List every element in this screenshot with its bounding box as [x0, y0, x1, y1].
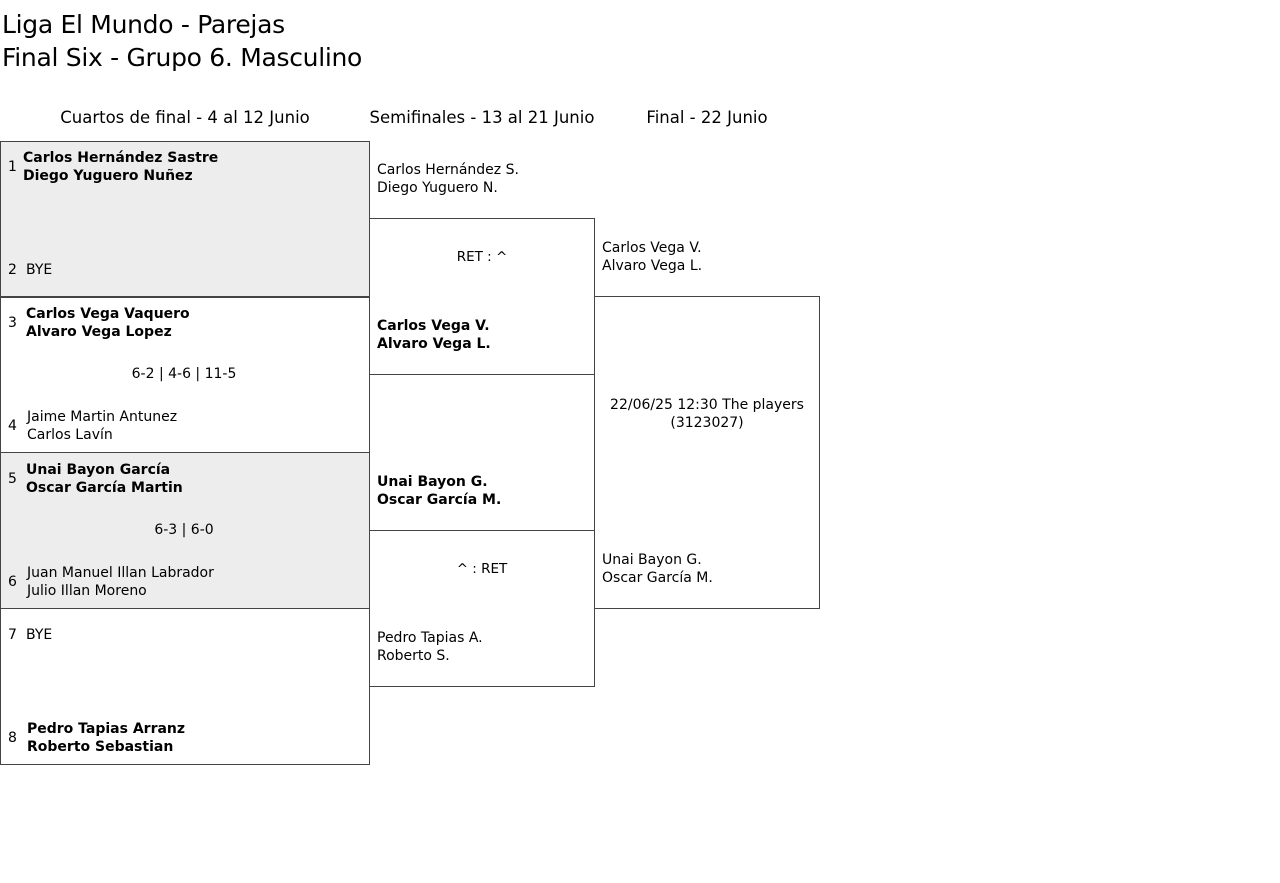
team-name: Pedro Tapias A. Roberto S.: [377, 629, 483, 665]
player-name: Pedro Tapias A.: [377, 630, 483, 646]
player-name: Carlos Vega Vaquero: [26, 306, 190, 322]
seed-number: 4: [8, 418, 17, 434]
player-name: Diego Yuguero Nuñez: [23, 168, 193, 184]
player-name: Oscar García M.: [377, 492, 502, 508]
player-name: Carlos Vega V.: [602, 240, 702, 256]
semifinals-heading: Semifinales - 13 al 21 Junio: [369, 108, 595, 127]
team-name: Pedro Tapias Arranz Roberto Sebastian: [27, 720, 185, 756]
team-name: Carlos Hernández Sastre Diego Yuguero Nu…: [23, 149, 218, 185]
seed-number: 7: [8, 627, 17, 643]
seed-number: 6: [8, 574, 17, 590]
seed-number: 5: [8, 471, 17, 487]
team-name: Unai Bayon G. Oscar García M.: [602, 551, 713, 587]
player-name: Julio Illan Moreno: [27, 583, 147, 599]
team-name: Unai Bayon G. Oscar García M.: [377, 473, 501, 509]
player-name: Carlos Lavín: [27, 427, 113, 443]
player-name: BYE: [26, 627, 53, 643]
team-name: BYE: [26, 626, 52, 644]
team-name: Carlos Vega Vaquero Alvaro Vega Lopez: [26, 305, 190, 341]
player-name: Pedro Tapias Arranz: [27, 721, 186, 737]
player-name: Carlos Hernández S.: [377, 162, 519, 178]
page-subtitle: Final Six - Grupo 6. Masculino: [2, 43, 363, 72]
player-name: Roberto Sebastian: [27, 739, 174, 755]
player-name: Jaime Martin Antunez: [27, 409, 178, 425]
player-name: Carlos Vega V.: [377, 318, 490, 334]
player-name: Roberto S.: [377, 648, 450, 664]
match-score: 6-2 | 4-6 | 11-5: [131, 366, 237, 382]
match-score: 6-3 | 6-0: [154, 522, 214, 538]
team-name: BYE: [26, 261, 52, 279]
seed-number: 2: [8, 262, 17, 278]
player-name: Unai Bayon G.: [602, 552, 702, 568]
match-score: RET : ^: [456, 249, 508, 265]
player-name: Juan Manuel Illan Labrador: [27, 565, 214, 581]
player-name: Oscar García Martin: [26, 480, 183, 496]
team-name: Carlos Vega V. Alvaro Vega L.: [602, 239, 702, 275]
seed-number: 8: [8, 730, 17, 746]
player-name: Alvaro Vega L.: [377, 336, 491, 352]
match-datetime: 22/06/25 12:30 The players: [610, 397, 804, 413]
player-name: Alvaro Vega Lopez: [26, 324, 172, 340]
seed-number: 1: [8, 159, 17, 175]
quarterfinals-heading: Cuartos de final - 4 al 12 Junio: [60, 108, 310, 127]
match-score: ^ : RET: [456, 561, 508, 577]
team-name: Unai Bayon García Oscar García Martin: [26, 461, 183, 497]
player-name: Alvaro Vega L.: [602, 258, 703, 274]
quarterfinal-match-1: [0, 141, 370, 298]
quarterfinal-match-3: [0, 452, 370, 609]
match-schedule: 22/06/25 12:30 The players (3123027): [595, 396, 819, 432]
match-id: (3123027): [670, 415, 744, 431]
team-name: Juan Manuel Illan Labrador Julio Illan M…: [27, 564, 214, 600]
seed-number: 3: [8, 315, 17, 331]
final-match: [594, 296, 820, 609]
player-name: Carlos Hernández Sastre: [23, 150, 219, 166]
player-name: BYE: [26, 262, 53, 278]
player-name: Unai Bayon G.: [377, 474, 488, 490]
player-name: Diego Yuguero N.: [377, 180, 498, 196]
player-name: Oscar García M.: [602, 570, 713, 586]
team-name: Carlos Vega V. Alvaro Vega L.: [377, 317, 491, 353]
team-name: Carlos Hernández S. Diego Yuguero N.: [377, 161, 519, 197]
final-heading: Final - 22 Junio: [646, 108, 768, 127]
page-title: Liga El Mundo - Parejas: [2, 10, 285, 39]
team-name: Jaime Martin Antunez Carlos Lavín: [27, 408, 177, 444]
player-name: Unai Bayon García: [26, 462, 171, 478]
